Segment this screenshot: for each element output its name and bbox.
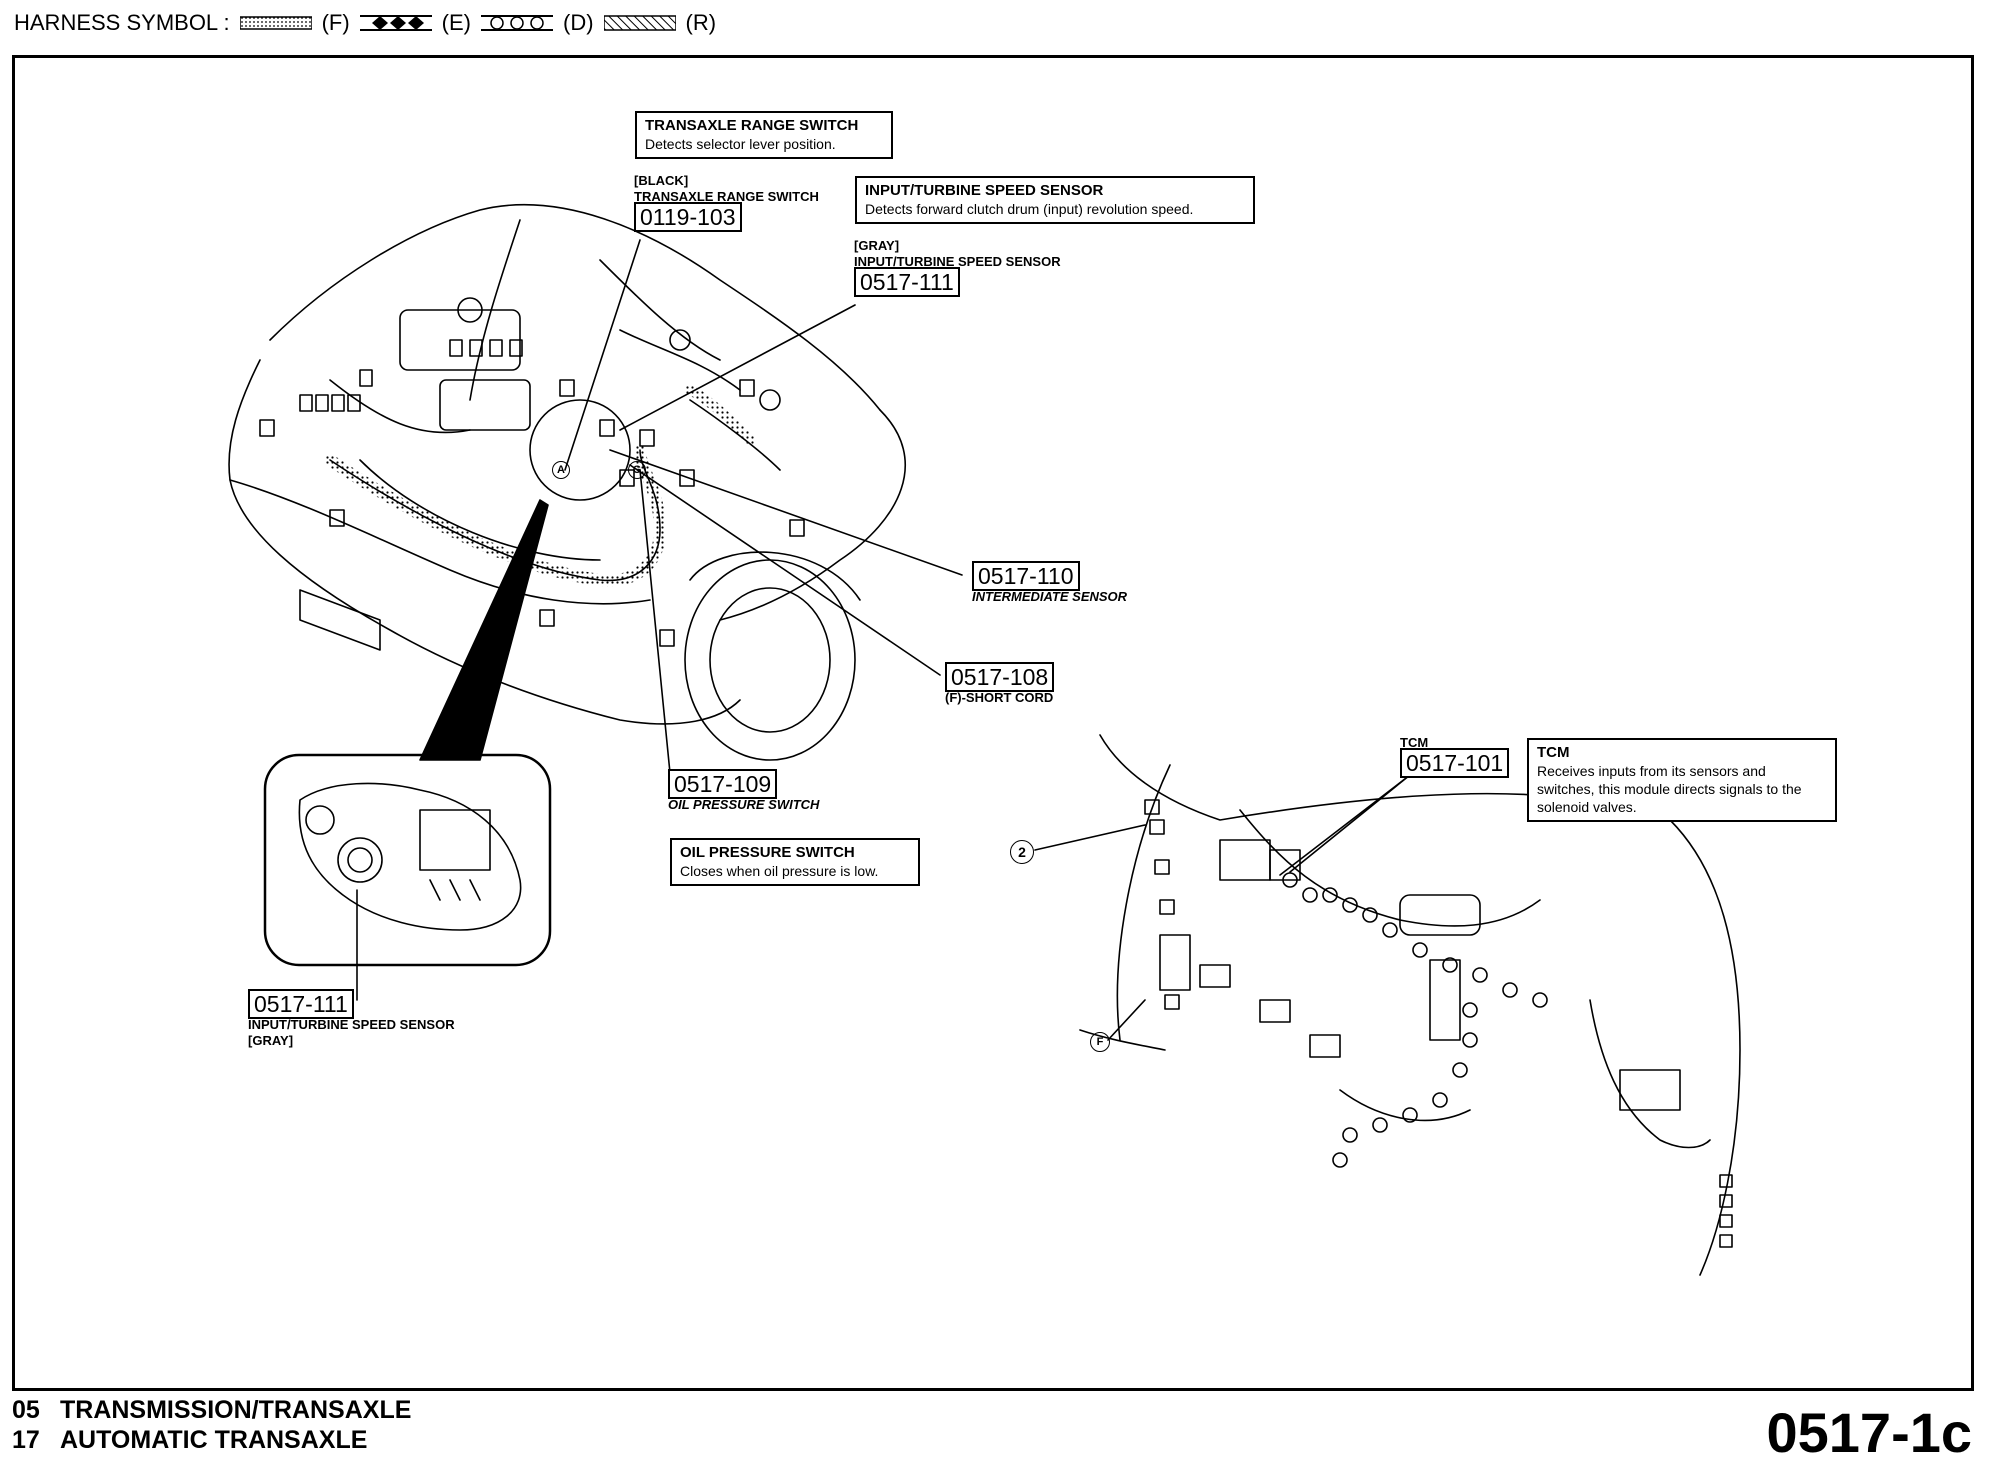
connector-code: 0119-103 bbox=[634, 202, 742, 232]
connector-code: 0517-109 bbox=[668, 769, 778, 799]
callout-f: F bbox=[1090, 1032, 1110, 1052]
legend-code-d: (D) bbox=[563, 10, 594, 35]
transaxle-range-switch-description: TRANSAXLE RANGE SWITCH Detects selector … bbox=[635, 111, 893, 159]
connector-0517-109: 0517-109 OIL PRESSURE SWITCH bbox=[668, 769, 820, 812]
marker-g: G bbox=[628, 460, 646, 479]
legend-code-e: (E) bbox=[441, 10, 471, 35]
callout-2: 2 bbox=[1010, 840, 1034, 864]
connector-0119-103: [BLACK] TRANSAXLE RANGE SWITCH 0119-103 bbox=[634, 173, 819, 232]
connector-0517-108: 0517-108 (F)-SHORT CORD bbox=[945, 662, 1055, 705]
legend-title: HARNESS SYMBOL : bbox=[14, 10, 230, 35]
hatched-harness-symbol bbox=[603, 15, 676, 31]
transaxle-detail-drawing bbox=[298, 782, 522, 931]
connector-code: 0517-110 bbox=[972, 561, 1080, 591]
connector-0517-110: 0517-110 INTERMEDIATE SENSOR bbox=[972, 561, 1128, 604]
inset-detail-box bbox=[263, 753, 552, 967]
marker-a: A bbox=[552, 460, 570, 479]
diagram-frame bbox=[12, 55, 1974, 1391]
legend-code-r: (R) bbox=[685, 10, 717, 35]
harness-symbol-legend: HARNESS SYMBOL : (F) (E) (D) (R) bbox=[14, 10, 716, 36]
connector-0517-101: TCM 0517-101 bbox=[1400, 735, 1510, 778]
oil-pressure-switch-description: OIL PRESSURE SWITCH Closes when oil pres… bbox=[670, 838, 920, 886]
connector-0517-111-bottom: 0517-111 INPUT/TURBINE SPEED SENSOR [GRA… bbox=[248, 989, 455, 1048]
diamond-harness-symbol bbox=[359, 15, 432, 31]
dotted-harness-symbol bbox=[239, 16, 312, 30]
connector-code: 0517-111 bbox=[854, 267, 960, 297]
connector-0517-111-top: [GRAY] INPUT/TURBINE SPEED SENSOR 0517-1… bbox=[854, 238, 1061, 297]
connector-code: 0517-111 bbox=[248, 989, 354, 1019]
circle-harness-symbol bbox=[481, 15, 553, 31]
tcm-description: TCM Receives inputs from its sensors and… bbox=[1527, 738, 1837, 822]
magnifier-wedge bbox=[419, 499, 549, 761]
legend-code-f: (F) bbox=[321, 10, 350, 35]
car-body-outline bbox=[269, 203, 881, 411]
tcm-module bbox=[1269, 849, 1301, 881]
input-turbine-speed-sensor-description: INPUT/TURBINE SPEED SENSOR Detects forwa… bbox=[855, 176, 1255, 224]
zoom-circle bbox=[529, 399, 631, 501]
connector-code: 0517-108 bbox=[945, 662, 1055, 692]
page-number: 0517-1c bbox=[1766, 1401, 1972, 1464]
connector-code: 0517-101 bbox=[1400, 748, 1510, 778]
